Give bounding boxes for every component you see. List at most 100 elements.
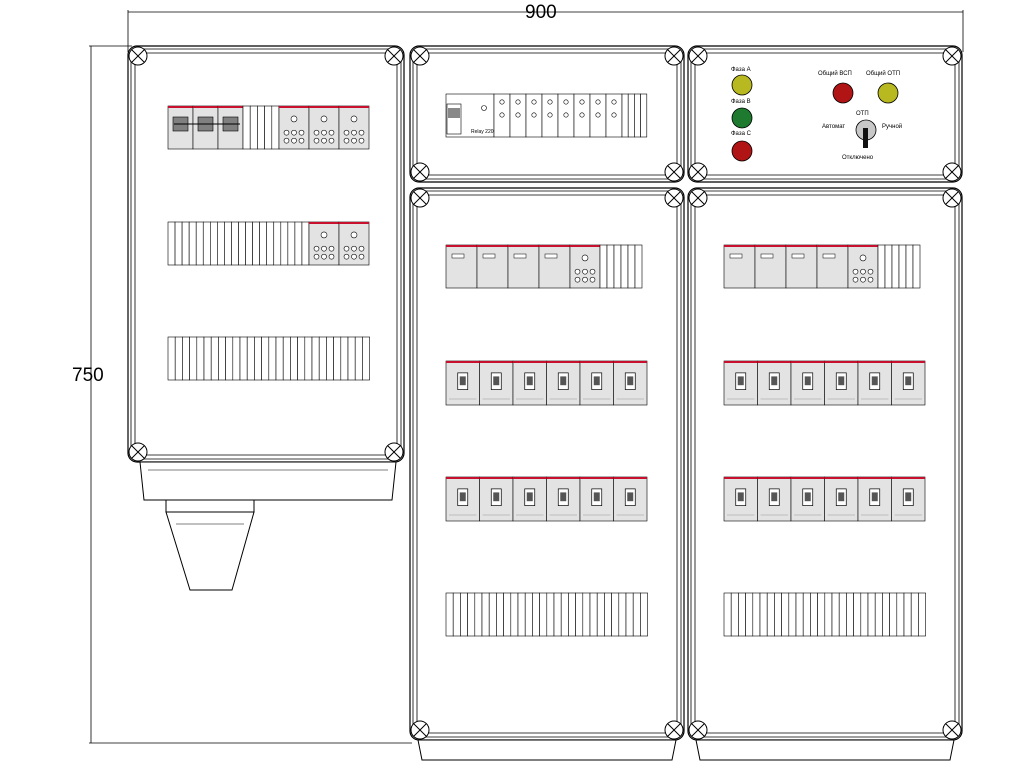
blank-cover: [254, 336, 262, 381]
phase-c-label: Фаза С: [731, 131, 751, 137]
blank-cover: [898, 244, 907, 289]
blank-cover: [896, 592, 905, 637]
blank-cover: [452, 592, 461, 637]
blank-cover: [266, 221, 275, 266]
blank-cover: [301, 221, 310, 266]
blank-cover: [294, 221, 303, 266]
rcd-test-button: [581, 254, 589, 262]
blank-cover: [232, 336, 241, 381]
blank-cover: [460, 592, 468, 637]
screw-slot: [691, 165, 705, 179]
blank-cover: [225, 336, 234, 381]
blank-cover: [606, 244, 615, 289]
breaker-handle: [838, 492, 845, 502]
blank-cover: [290, 336, 298, 381]
breaker-stripe: [613, 477, 647, 479]
terminal: [343, 137, 350, 144]
phase-b-lamp: [731, 107, 753, 129]
breaker-stripe: [513, 477, 547, 479]
blank-cover: [239, 336, 248, 381]
blank-cover: [568, 592, 576, 637]
screw-slot: [131, 445, 145, 459]
screw-slot: [131, 49, 145, 63]
circuit-breaker: [754, 244, 787, 289]
blank-cover: [517, 592, 526, 637]
blank-cover: [575, 592, 584, 637]
terminal: [328, 137, 335, 144]
blank-cover: [287, 221, 296, 266]
mode-auto-label: Автомат: [822, 124, 846, 130]
width-dimension-label: 900: [525, 2, 557, 23]
relay-device-label: Relay 220: [471, 129, 494, 135]
blank-cover: [297, 336, 306, 381]
cable-gland: [165, 511, 255, 591]
terminal: [579, 99, 585, 105]
alarm-common-label: Общий ОТП: [866, 71, 901, 77]
blank-cover: [532, 592, 540, 637]
breaker-handle: [560, 492, 567, 502]
rcd-test-button: [290, 115, 298, 123]
rcd-test-button: [320, 115, 328, 123]
circuit-breaker: [538, 244, 571, 289]
terminal: [611, 99, 617, 105]
breaker-stripe: [817, 245, 848, 247]
lower-right-enclosure-base: [695, 739, 955, 761]
blank-cover: [846, 592, 854, 637]
terminal: [313, 129, 320, 136]
blank-cover: [611, 592, 620, 637]
terminal: [611, 112, 617, 118]
blank-cover: [745, 592, 754, 637]
blank-cover: [467, 592, 476, 637]
blank-cover: [264, 105, 273, 150]
terminal: [328, 129, 335, 136]
blank-cover: [853, 592, 862, 637]
blank-cover: [340, 336, 349, 381]
breaker-stripe: [479, 477, 513, 479]
blank-cover: [824, 592, 833, 637]
screw-slot: [667, 49, 681, 63]
terminal: [867, 276, 874, 283]
lower-middle-enclosure-base: [417, 739, 677, 761]
terminal: [531, 99, 537, 105]
terminal: [351, 137, 357, 144]
height-dimension-label: 750: [72, 365, 104, 386]
terminal: [499, 112, 505, 118]
phase-a-label: Фаза А: [731, 67, 751, 73]
circuit-breaker: [507, 244, 540, 289]
breaker-handle: [871, 376, 878, 386]
screw-slot: [413, 165, 427, 179]
breaker-stripe: [218, 106, 243, 108]
relay-led: [481, 105, 487, 111]
blank-cover: [634, 93, 641, 138]
breaker-handle: [493, 492, 500, 502]
blank-cover: [553, 592, 562, 637]
blank-cover: [752, 592, 761, 637]
breaker-stripe: [193, 106, 218, 108]
blank-cover: [304, 336, 313, 381]
breaker-stripe: [446, 361, 480, 363]
terminal: [291, 129, 297, 136]
left-enclosure-base: [139, 461, 397, 501]
blank-cover: [311, 336, 320, 381]
blank-cover: [445, 592, 454, 637]
breaker-stripe: [446, 477, 480, 479]
breaker-stripe: [309, 106, 339, 108]
lower-right-enclosure-frame: [690, 190, 960, 738]
terminal: [283, 129, 290, 136]
terminal: [515, 112, 521, 118]
terminal: [313, 137, 320, 144]
blank-cover: [632, 592, 641, 637]
blank-cover: [481, 592, 490, 637]
blank-cover: [759, 592, 768, 637]
blank-cover: [362, 336, 370, 381]
blank-cover: [333, 336, 342, 381]
breaker-indicator: [760, 253, 774, 259]
screw-slot: [413, 723, 427, 737]
breaker-handle: [526, 492, 533, 502]
blank-cover: [242, 105, 251, 150]
terminal: [298, 129, 305, 136]
relay-display: [448, 108, 460, 118]
blank-cover: [640, 592, 648, 637]
terminal: [547, 112, 553, 118]
terminal: [358, 137, 365, 144]
